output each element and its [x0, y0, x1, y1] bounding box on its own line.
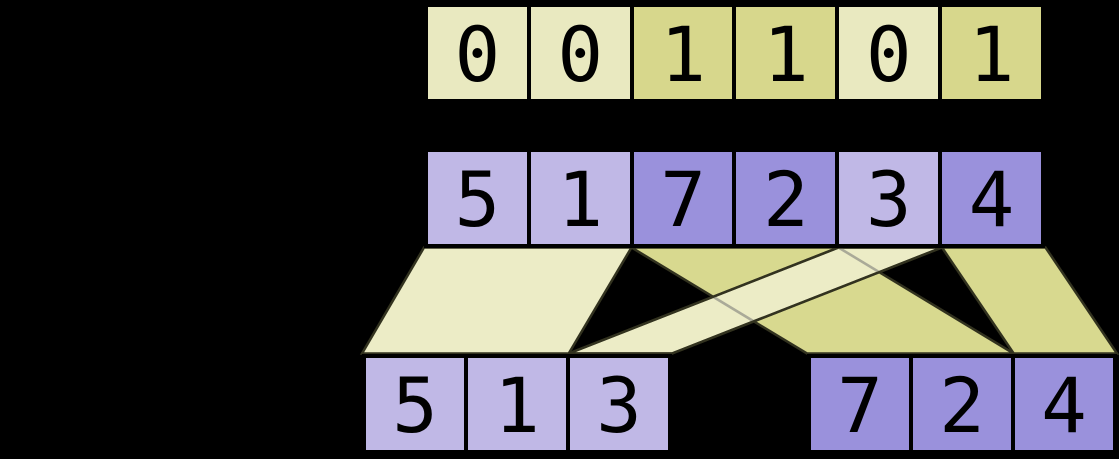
output-right-row: 7 2 4 [807, 354, 1117, 454]
mask-cell: 0 [839, 7, 939, 99]
input-cell: 4 [942, 152, 1041, 244]
mask-row: 0 0 1 1 0 1 [424, 3, 1045, 103]
mask-cell: 1 [942, 7, 1041, 99]
mask-cell: 0 [428, 7, 527, 99]
mask-cell: 1 [736, 7, 836, 99]
input-cell: 5 [428, 152, 527, 244]
input-row: 5 1 7 2 3 4 [424, 148, 1045, 248]
input-cell: 7 [633, 152, 733, 244]
output-cell: 2 [913, 358, 1011, 450]
input-cell: 1 [530, 152, 630, 244]
output-cell: 4 [1015, 358, 1113, 450]
input-cell: 2 [736, 152, 836, 244]
output-left-row: 5 1 3 [362, 354, 672, 454]
mask-cell: 0 [530, 7, 630, 99]
output-cell: 5 [366, 358, 464, 450]
input-cell: 3 [839, 152, 939, 244]
output-cell: 7 [811, 358, 909, 450]
band-left-straight-light [359, 246, 634, 355]
output-cell: 1 [468, 358, 566, 450]
mask-cell: 1 [633, 7, 733, 99]
output-cell: 3 [570, 358, 668, 450]
